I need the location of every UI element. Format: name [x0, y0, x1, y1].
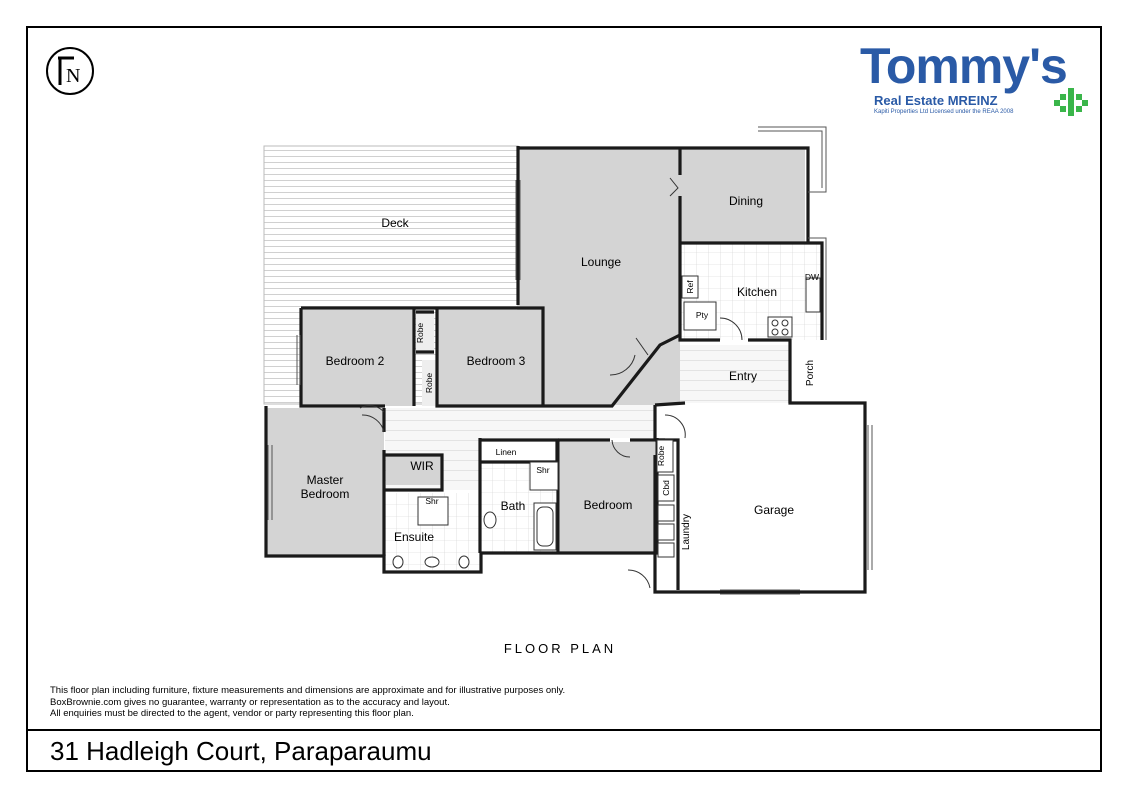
bath-label: Bath: [501, 499, 526, 513]
bedroom3-room: [437, 310, 543, 406]
robe-a-label: Robe: [415, 323, 425, 344]
hallway-floor: [385, 345, 790, 490]
shr-ensuite-label: Shr: [425, 496, 438, 506]
master-room: [266, 408, 384, 556]
ensuite-basin: [424, 556, 440, 568]
windows: [267, 126, 873, 595]
disclaimer: This floor plan including furniture, fix…: [50, 685, 565, 720]
ref-label: Ref: [685, 280, 695, 294]
cbd-label: Cbd: [661, 480, 671, 496]
robe-a-area: [416, 312, 434, 352]
shower-ensuite: [417, 496, 449, 526]
pty-label: Pty: [696, 310, 709, 320]
lounge-label: Lounge: [581, 255, 621, 269]
dw-label: DW: [805, 272, 819, 282]
wir-room: [386, 455, 442, 485]
bedroom-room: [560, 442, 657, 552]
deck-label: Deck: [381, 216, 409, 230]
shr-bath-label: Shr: [536, 465, 549, 475]
master-label-line2: Bedroom: [301, 487, 350, 501]
ensuite-label: Ensuite: [394, 530, 434, 544]
laundry-tub-b: [657, 523, 675, 541]
laundry-label: Laundry: [681, 514, 692, 550]
property-address: 31 Hadleigh Court, Paraparaumu: [50, 736, 432, 766]
master-label-line1: Master: [307, 473, 344, 487]
garage-label: Garage: [754, 503, 794, 517]
address-divider: [26, 729, 1102, 731]
bedroom2-label: Bedroom 2: [326, 354, 385, 368]
brand-license: Kapiti Properties Ltd Licensed under the…: [874, 109, 1014, 115]
plan-title: FLOOR PLAN: [503, 641, 617, 656]
robe-c-label: Robe: [656, 446, 666, 467]
pantry-box: [683, 301, 717, 331]
compass-icon: N: [46, 47, 94, 95]
laundry-tub-a: [657, 504, 675, 522]
lounge-angle: [612, 335, 680, 405]
disclaimer-line: All enquiries must be directed to the ag…: [50, 708, 414, 719]
vanity-basin: [483, 511, 497, 529]
sink: [805, 277, 821, 313]
bedroom2-room: [301, 310, 414, 406]
garage-room: [655, 405, 866, 590]
porch-label: Porch: [805, 360, 816, 386]
stove: [767, 316, 793, 338]
shower-bath: [529, 461, 559, 491]
toilet-ensuite-a: [392, 555, 404, 569]
compass-letter: N: [66, 65, 80, 87]
bedroom-label: Bedroom: [584, 498, 633, 512]
entry-label: Entry: [729, 369, 757, 383]
pixel-house-icon: [1054, 88, 1088, 116]
brand-subtitle: Real Estate MREINZ: [874, 93, 998, 108]
robe-b-label: Robe: [424, 373, 434, 394]
disclaimer-line: This floor plan including furniture, fix…: [50, 685, 566, 696]
brand-logo: Tommy's Real Estate MREINZ Kapiti Proper…: [858, 38, 1098, 120]
page-frame: [26, 26, 1102, 772]
dining-label: Dining: [729, 194, 763, 208]
dining-room: [680, 148, 805, 243]
kitchen-label: Kitchen: [737, 285, 777, 299]
laundry-tub-c: [657, 542, 675, 558]
door-swings: [359, 177, 743, 589]
fixtures: [392, 275, 821, 569]
wir-label: WIR: [410, 459, 434, 473]
disclaimer-line: BoxBrownie.com gives no guarantee, warra…: [50, 696, 450, 708]
robe-c-box: [656, 439, 674, 473]
brand-name: Tommy's: [860, 38, 1068, 94]
toilet-ensuite-b: [458, 555, 470, 569]
bedroom3-label: Bedroom 3: [467, 354, 526, 368]
cbd-box: [657, 474, 675, 502]
linen-label: Linen: [496, 447, 517, 457]
robe-b-area: [422, 360, 437, 406]
ref-box: [681, 275, 699, 299]
